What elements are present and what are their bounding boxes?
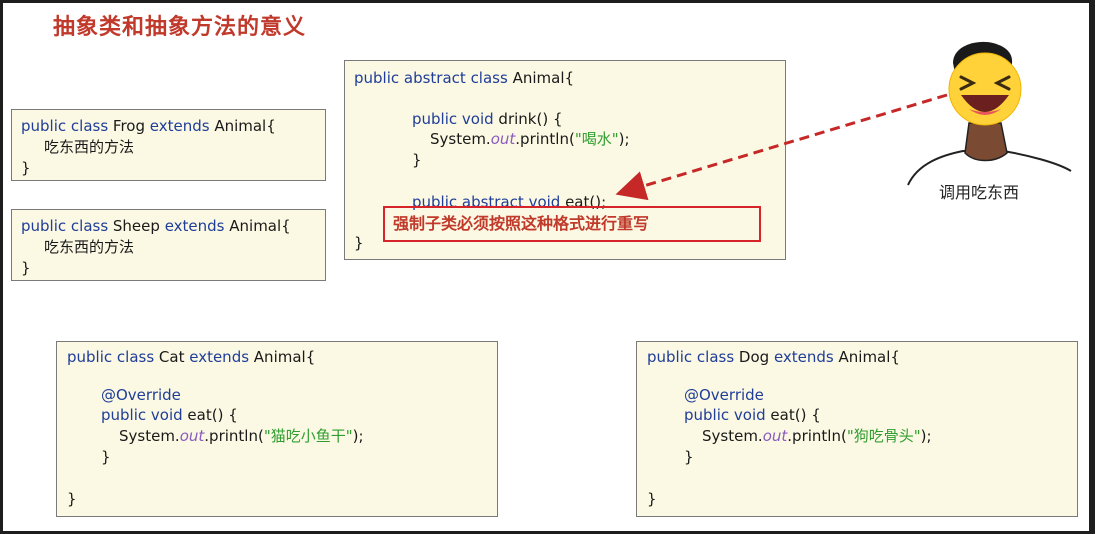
- slide-title: 抽象类和抽象方法的意义: [53, 15, 307, 40]
- code-text: );: [618, 130, 630, 148]
- class-name: Cat: [154, 348, 190, 366]
- frog-class-decl: public class Frog extends Animal{: [21, 116, 276, 136]
- code-text: );: [352, 427, 364, 445]
- dog-override-annotation: @Override: [684, 386, 764, 404]
- cat-class-box: public class Cat extends Animal{ @Overri…: [56, 341, 498, 517]
- code-text: .println(: [787, 427, 847, 445]
- string-literal: "猫吃小鱼干": [263, 427, 353, 445]
- slide: 抽象类和抽象方法的意义 public abstract class Animal…: [3, 3, 1089, 531]
- field-out: out: [762, 427, 788, 445]
- class-name: Frog: [108, 117, 150, 135]
- code-text: System.: [119, 427, 180, 445]
- code-text: Animal{: [209, 117, 276, 135]
- person-label: 调用吃东西: [939, 183, 1020, 202]
- method-signature: drink() {: [493, 110, 563, 128]
- dog-eat-close: }: [684, 448, 694, 466]
- cat-class-close: }: [67, 490, 77, 508]
- frog-method-text: 吃东西的方法: [44, 138, 135, 156]
- dog-class-box: public class Dog extends Animal{ @Overri…: [636, 341, 1078, 517]
- class-name: Animal{: [507, 69, 575, 87]
- method-signature: eat() {: [182, 406, 238, 424]
- cat-eat-body: System.out.println("猫吃小鱼干");: [119, 426, 364, 446]
- string-literal: "狗吃骨头": [846, 427, 921, 445]
- keyword: public void: [101, 406, 183, 424]
- class-name: Sheep: [108, 217, 165, 235]
- keyword: public class: [67, 348, 155, 366]
- code-text: System.: [702, 427, 763, 445]
- frog-class-box: public class Frog extends Animal{ 吃东西的方法…: [11, 109, 326, 181]
- person-neck: [964, 122, 1008, 162]
- dog-class-close: }: [647, 490, 657, 508]
- field-out: out: [179, 427, 205, 445]
- keyword: public class: [21, 117, 109, 135]
- string-literal: "喝水": [574, 130, 619, 148]
- sheep-class-box: public class Sheep extends Animal{ 吃东西的方…: [11, 209, 326, 281]
- dog-eat-body: System.out.println("狗吃骨头");: [702, 426, 932, 446]
- animal-class-decl: public abstract class Animal{: [354, 68, 574, 88]
- laughing-emoji-face-icon: [948, 52, 1022, 126]
- override-annotation: 强制子类必须按照这种格式进行重写: [383, 206, 761, 242]
- code-text: Animal{: [224, 217, 291, 235]
- call-arrow: [615, 93, 948, 201]
- field-out: out: [490, 130, 516, 148]
- keyword: extends: [149, 117, 210, 135]
- keyword: extends: [773, 348, 834, 366]
- drink-method-close: }: [412, 151, 422, 169]
- frog-class-close: }: [21, 159, 31, 177]
- method-signature: eat() {: [765, 406, 821, 424]
- code-text: System.: [430, 130, 491, 148]
- sheep-class-close: }: [21, 259, 31, 277]
- keyword: public abstract class: [354, 69, 508, 87]
- keyword: extends: [189, 348, 250, 366]
- cat-class-decl: public class Cat extends Animal{: [67, 347, 315, 367]
- keyword: public class: [21, 217, 109, 235]
- code-text: );: [920, 427, 932, 445]
- code-text: .println(: [515, 130, 575, 148]
- diagram-overlay: [615, 41, 1072, 201]
- class-name: Dog: [734, 348, 774, 366]
- keyword: public void: [684, 406, 766, 424]
- keyword: public void: [412, 110, 494, 128]
- drink-method-decl: public void drink() {: [412, 109, 563, 129]
- cat-override-annotation: @Override: [101, 386, 181, 404]
- cat-eat-decl: public void eat() {: [101, 405, 238, 425]
- sheep-method-text: 吃东西的方法: [44, 238, 135, 256]
- keyword: extends: [164, 217, 225, 235]
- animal-class-close: }: [354, 234, 364, 252]
- cat-eat-close: }: [101, 448, 111, 466]
- sheep-class-decl: public class Sheep extends Animal{: [21, 216, 291, 236]
- drink-method-body: System.out.println("喝水");: [430, 129, 630, 149]
- keyword: public class: [647, 348, 735, 366]
- dog-eat-decl: public void eat() {: [684, 405, 821, 425]
- code-text: .println(: [204, 427, 264, 445]
- dog-class-decl: public class Dog extends Animal{: [647, 347, 900, 367]
- code-text: Animal{: [249, 348, 316, 366]
- code-text: Animal{: [833, 348, 900, 366]
